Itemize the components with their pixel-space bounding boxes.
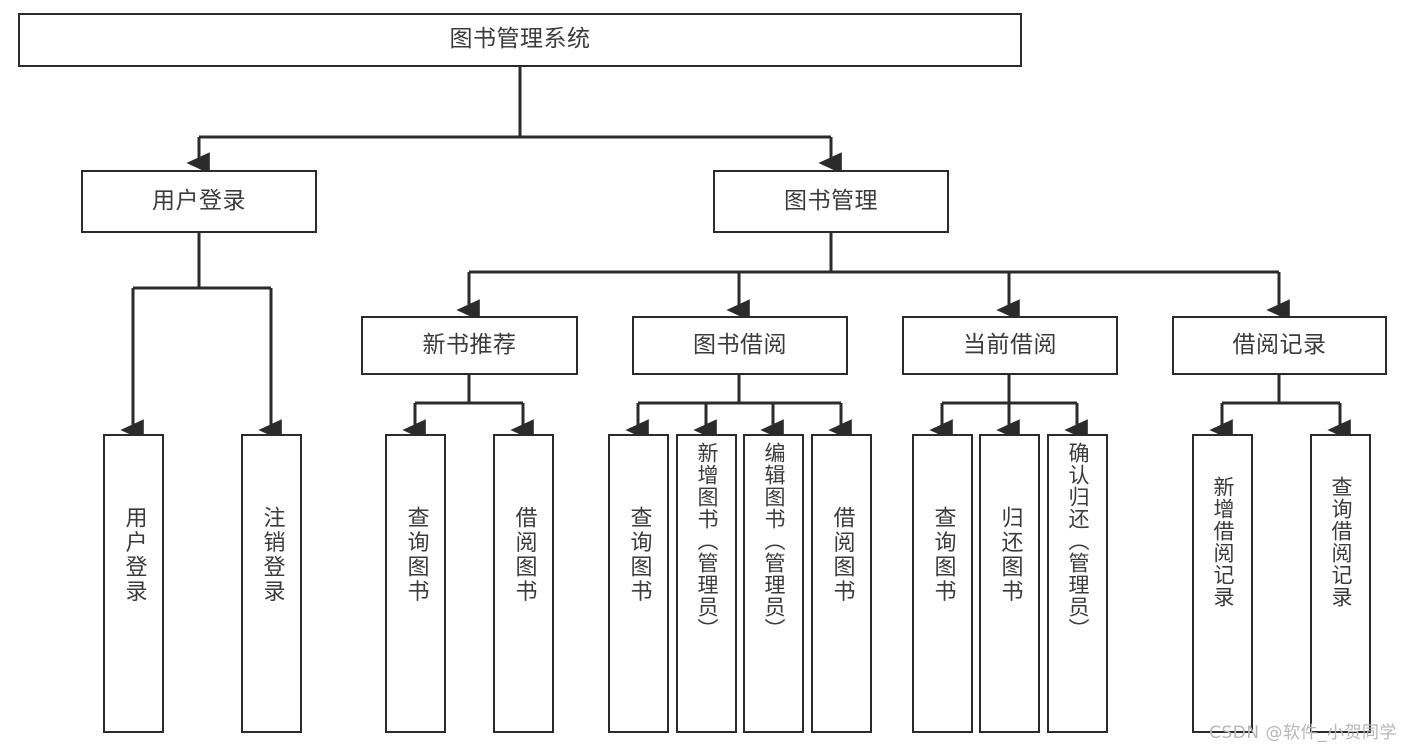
- node-label: 新增借阅记录: [1211, 476, 1235, 608]
- node-root-book-management-system[interactable]: 图书管理系统: [18, 13, 1022, 67]
- node-label: 确认归还（管理员）: [1066, 442, 1090, 640]
- node-label: 注销登录: [259, 506, 285, 604]
- node-label: 借阅图书: [829, 506, 855, 604]
- node-label: 新书推荐: [422, 331, 517, 358]
- node-borrow-record[interactable]: 借阅记录: [1172, 316, 1387, 375]
- node-label: 查询图书: [930, 506, 956, 604]
- node-current-borrow[interactable]: 当前借阅: [902, 316, 1118, 375]
- node-leaf-confirm-return-admin[interactable]: 确认归还（管理员）: [1047, 434, 1108, 733]
- node-book-management[interactable]: 图书管理: [713, 170, 949, 233]
- watermark: CSDN @软件_小贺同学: [1209, 723, 1397, 743]
- node-leaf-edit-book-admin[interactable]: 编辑图书（管理员）: [743, 434, 804, 733]
- node-leaf-query-book-current[interactable]: 查询图书: [912, 434, 973, 733]
- node-leaf-add-book-admin[interactable]: 新增图书（管理员）: [676, 434, 737, 733]
- node-new-book-recommend[interactable]: 新书推荐: [361, 316, 578, 375]
- node-leaf-return-book[interactable]: 归还图书: [979, 434, 1040, 733]
- node-label: 查询借阅记录: [1329, 476, 1353, 608]
- node-leaf-borrow-book-newbook[interactable]: 借阅图书: [493, 434, 554, 733]
- node-label: 查询图书: [626, 506, 652, 604]
- node-label: 用户登录: [121, 506, 147, 604]
- node-label: 用户登录: [152, 187, 246, 214]
- node-leaf-borrow-book[interactable]: 借阅图书: [811, 434, 872, 733]
- node-label: 借阅图书: [511, 506, 537, 604]
- node-book-borrow[interactable]: 图书借阅: [632, 316, 848, 375]
- node-label: 归还图书: [997, 506, 1023, 604]
- node-leaf-query-book-newbook[interactable]: 查询图书: [385, 434, 446, 733]
- node-label: 查询图书: [403, 506, 429, 604]
- node-label: 编辑图书（管理员）: [762, 442, 786, 640]
- node-leaf-query-borrow-record[interactable]: 查询借阅记录: [1310, 434, 1371, 733]
- node-label: 借阅记录: [1232, 331, 1327, 358]
- node-leaf-logout[interactable]: 注销登录: [241, 434, 302, 733]
- node-leaf-query-book-borrow[interactable]: 查询图书: [608, 434, 669, 733]
- node-label: 图书管理: [784, 187, 878, 214]
- node-label: 图书管理系统: [449, 26, 591, 53]
- node-leaf-add-borrow-record[interactable]: 新增借阅记录: [1192, 434, 1253, 733]
- node-label: 当前借阅: [963, 331, 1057, 358]
- node-user-login[interactable]: 用户登录: [81, 170, 317, 233]
- node-label: 新增图书（管理员）: [695, 442, 719, 640]
- node-label: 图书借阅: [693, 331, 787, 358]
- node-leaf-user-login[interactable]: 用户登录: [103, 434, 164, 733]
